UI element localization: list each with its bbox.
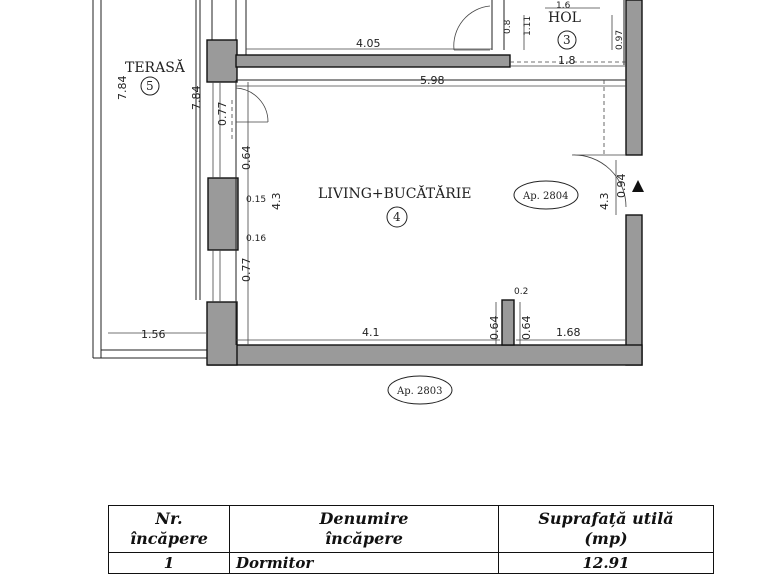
dim-7-84-right: 7.84 [190,86,203,111]
entrance-arrow-icon [632,180,644,192]
svg-text:Ap. 2804: Ap. 2804 [522,191,568,202]
dim-0-64-a: 0.64 [488,316,501,341]
room-name-terasa: TERASĂ [125,58,186,76]
wall-top-right-corner [625,0,643,156]
dim-0-97: 0.97 [615,30,625,50]
room-number-living-badge: 4 [386,206,408,228]
header-name: Denumire încăpere [229,505,499,553]
dim-0-2: 0.2 [514,287,528,297]
dim-5-98: 5.98 [420,74,445,87]
dim-4-05: 4.05 [356,37,381,50]
room-number-hol-badge: 3 [557,30,577,50]
wall-corridor-top [235,54,511,68]
room-number-hol: 3 [563,33,571,47]
dim-1-56: 1.56 [141,328,166,341]
wall-window-block [207,177,239,251]
dim-4-1: 4.1 [362,326,380,339]
rooms-table: Nr. încăpere Denumire încăpere Suprafață… [108,505,714,574]
header-nr: Nr. încăpere [108,505,230,553]
dim-0-16: 0.16 [246,234,266,244]
dim-1-8: 1.8 [558,54,576,67]
terrace-outline [92,0,208,359]
dim-4-3-left: 4.3 [270,193,283,211]
window-left [212,82,221,302]
svg-text:Ap. 2803: Ap. 2803 [396,386,442,397]
dim-1-11: 1.11 [523,16,533,36]
cell-name: Dormitor [229,552,499,574]
dim-0-94: 0.94 [615,174,628,199]
dim-0-77-bottom: 0.77 [240,258,253,283]
apartment-label-2804: Ap. 2804 [513,180,579,210]
wall-bottom [207,344,643,366]
cell-nr: 1 [108,552,230,574]
dim-0-64-top: 0.64 [240,146,253,171]
door-swings [231,5,627,208]
dim-1-68: 1.68 [556,326,581,339]
cell-area: 12.91 [498,552,714,574]
dimension-lines [236,48,626,345]
dim-0-77-top: 0.77 [216,102,229,127]
room-number-terasa: 5 [146,79,154,93]
table-header-row: Nr. încăpere Denumire încăpere Suprafață… [108,505,714,553]
wall-right-lower [625,214,643,366]
walls [206,0,643,366]
table-row: 1 Dormitor 12.91 [108,552,714,574]
apartment-label-2803: Ap. 2803 [387,375,453,405]
dim-0-8: 0.8 [503,19,513,34]
room-name-hol: HOL [548,10,581,26]
dim-4-3-right: 4.3 [598,193,611,211]
dim-1-6: 1.6 [556,1,571,11]
room-number-terasa-badge: 5 [140,76,160,96]
header-area: Suprafață utilă (mp) [498,505,714,553]
room-name-living: LIVING+BUCĂTĂRIE [318,184,472,202]
room-number-living: 4 [393,210,401,224]
dim-7-84-left: 7.84 [116,76,129,101]
wall-bottom-left-pillar [206,301,238,366]
wall-stub [501,299,515,346]
wall-top-left-pillar [206,39,238,83]
dim-0-15: 0.15 [246,195,266,205]
hall-area [510,7,626,63]
dim-0-64-b: 0.64 [520,316,533,341]
